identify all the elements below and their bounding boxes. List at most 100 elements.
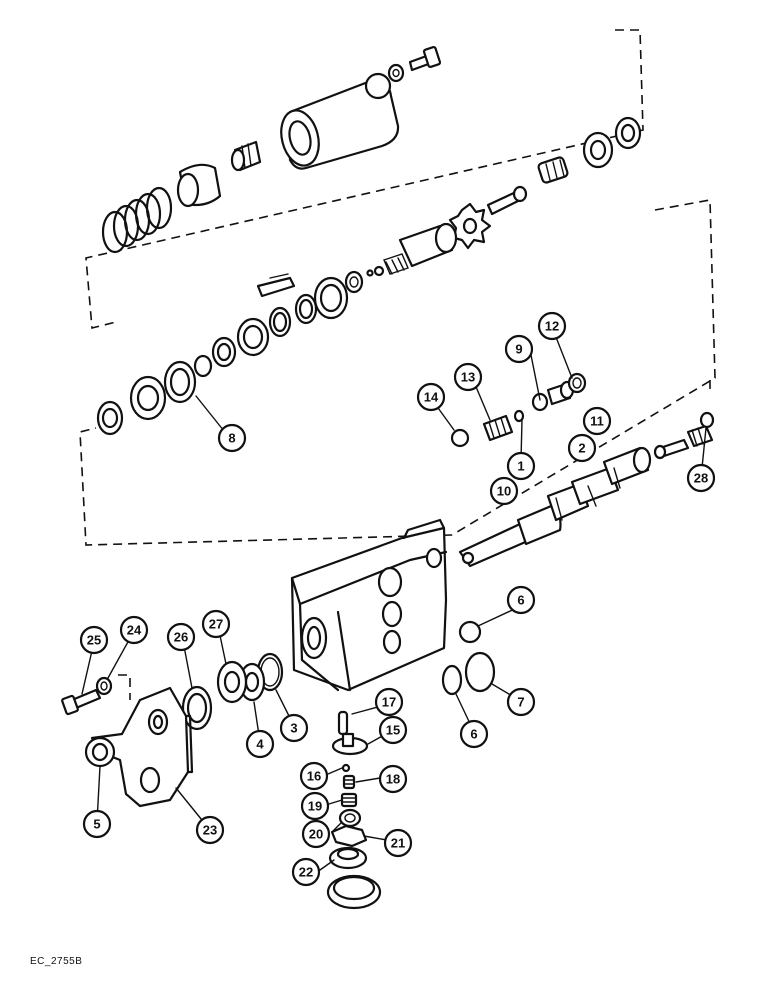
bracket-nut-5 (84, 736, 116, 768)
star-washer (448, 202, 492, 250)
svg-text:1: 1 (517, 459, 524, 474)
svg-text:28: 28 (694, 471, 708, 486)
body-o-ring-6-upper (458, 620, 482, 644)
svg-text:15: 15 (386, 723, 400, 738)
svg-text:26: 26 (174, 630, 188, 645)
callout-20: 20 (301, 819, 331, 849)
callout-10: 10 (489, 476, 519, 506)
small-balls (366, 265, 385, 277)
svg-text:17: 17 (382, 695, 396, 710)
spring-seat (176, 163, 222, 208)
body-o-ring-6-lower (441, 664, 463, 696)
svg-text:6: 6 (517, 593, 524, 608)
callout-13: 13 (453, 362, 483, 392)
callout-26: 26 (166, 622, 196, 652)
callout-17: 17 (374, 687, 404, 717)
svg-text:23: 23 (203, 823, 217, 838)
washer-21 (330, 824, 368, 848)
svg-text:3: 3 (290, 721, 297, 736)
callout-5: 5 (82, 809, 112, 839)
bolt-25 (61, 688, 102, 716)
svg-text:10: 10 (497, 484, 511, 499)
leader-lines (118, 674, 131, 700)
body-o-ring-7 (464, 651, 496, 693)
svg-text:25: 25 (87, 633, 101, 648)
spring-19 (340, 792, 358, 808)
svg-text:14: 14 (424, 390, 439, 405)
spool-spacer-key (256, 273, 296, 298)
svg-text:6: 6 (470, 727, 477, 742)
svg-text:18: 18 (386, 772, 400, 787)
small-spring (537, 156, 569, 184)
pin-17 (337, 710, 349, 736)
relief-o-ring (513, 392, 549, 423)
retaining-ring (344, 270, 364, 294)
svg-text:20: 20 (309, 827, 323, 842)
detent-plunger (230, 140, 262, 172)
callout-15: 15 (378, 715, 408, 745)
svg-text:9: 9 (515, 342, 522, 357)
assembly-boundary-lower (79, 199, 716, 546)
end-washer (582, 131, 614, 169)
assembly-boundary-upper (85, 29, 644, 330)
svg-text:2: 2 (578, 441, 585, 456)
callout-8: 8 (217, 423, 247, 453)
svg-text:7: 7 (517, 695, 524, 710)
callout-25: 25 (79, 625, 109, 655)
svg-text:19: 19 (308, 799, 322, 814)
plug-22 (328, 846, 368, 870)
svg-text:12: 12 (545, 319, 559, 334)
ball-16 (341, 763, 351, 773)
washer-24 (95, 676, 113, 696)
svg-text:21: 21 (391, 836, 405, 851)
callout-12: 12 (537, 311, 567, 341)
callout-24: 24 (119, 615, 149, 645)
svg-text:5: 5 (93, 817, 100, 832)
part-8-seal-stack (96, 354, 213, 436)
relief-plug (567, 372, 587, 394)
callout-3: 3 (279, 713, 309, 743)
svg-text:22: 22 (299, 865, 313, 880)
svg-text:24: 24 (127, 623, 142, 638)
callout-4: 4 (245, 729, 275, 759)
callout-27: 27 (201, 609, 231, 639)
callout-23: 23 (195, 815, 225, 845)
callout-2: 2 (567, 433, 597, 463)
seat-20 (338, 808, 362, 828)
svg-text:16: 16 (307, 769, 321, 784)
end-seal-ring (614, 116, 642, 150)
svg-text:8: 8 (228, 431, 235, 446)
spring-18 (342, 774, 356, 790)
svg-text:4: 4 (256, 737, 264, 752)
cap-15 (331, 732, 369, 756)
callout-28: 28 (686, 463, 716, 493)
callout-19: 19 (300, 791, 330, 821)
svg-text:11: 11 (590, 414, 604, 429)
centering-spring (101, 186, 173, 254)
spring-cap-housing (280, 72, 400, 170)
callout-1: 1 (506, 451, 536, 481)
cap-bolt (408, 46, 442, 72)
valve-body (290, 518, 448, 692)
callout-6-lower: 6 (459, 719, 489, 749)
callout-22: 22 (291, 857, 321, 887)
callout-9: 9 (504, 334, 534, 364)
relief-spring (482, 414, 514, 442)
callout-16: 16 (299, 761, 329, 791)
callout-11: 11 (582, 406, 612, 436)
spool-end-washer (699, 411, 715, 429)
detent-sleeve-bolt (383, 222, 458, 275)
washer-27 (216, 660, 248, 704)
figure-code: EC_2755B (30, 956, 83, 967)
svg-text:13: 13 (461, 370, 475, 385)
main-spool (458, 446, 652, 568)
stop-pin (486, 185, 528, 216)
callout-6-upper: 6 (506, 585, 536, 615)
spool-end-spring (686, 424, 714, 448)
cap-bolt-washer (387, 63, 405, 83)
valve-ball (450, 428, 470, 448)
callout-18: 18 (378, 764, 408, 794)
svg-text:27: 27 (209, 617, 223, 632)
cover-disc (326, 874, 382, 910)
